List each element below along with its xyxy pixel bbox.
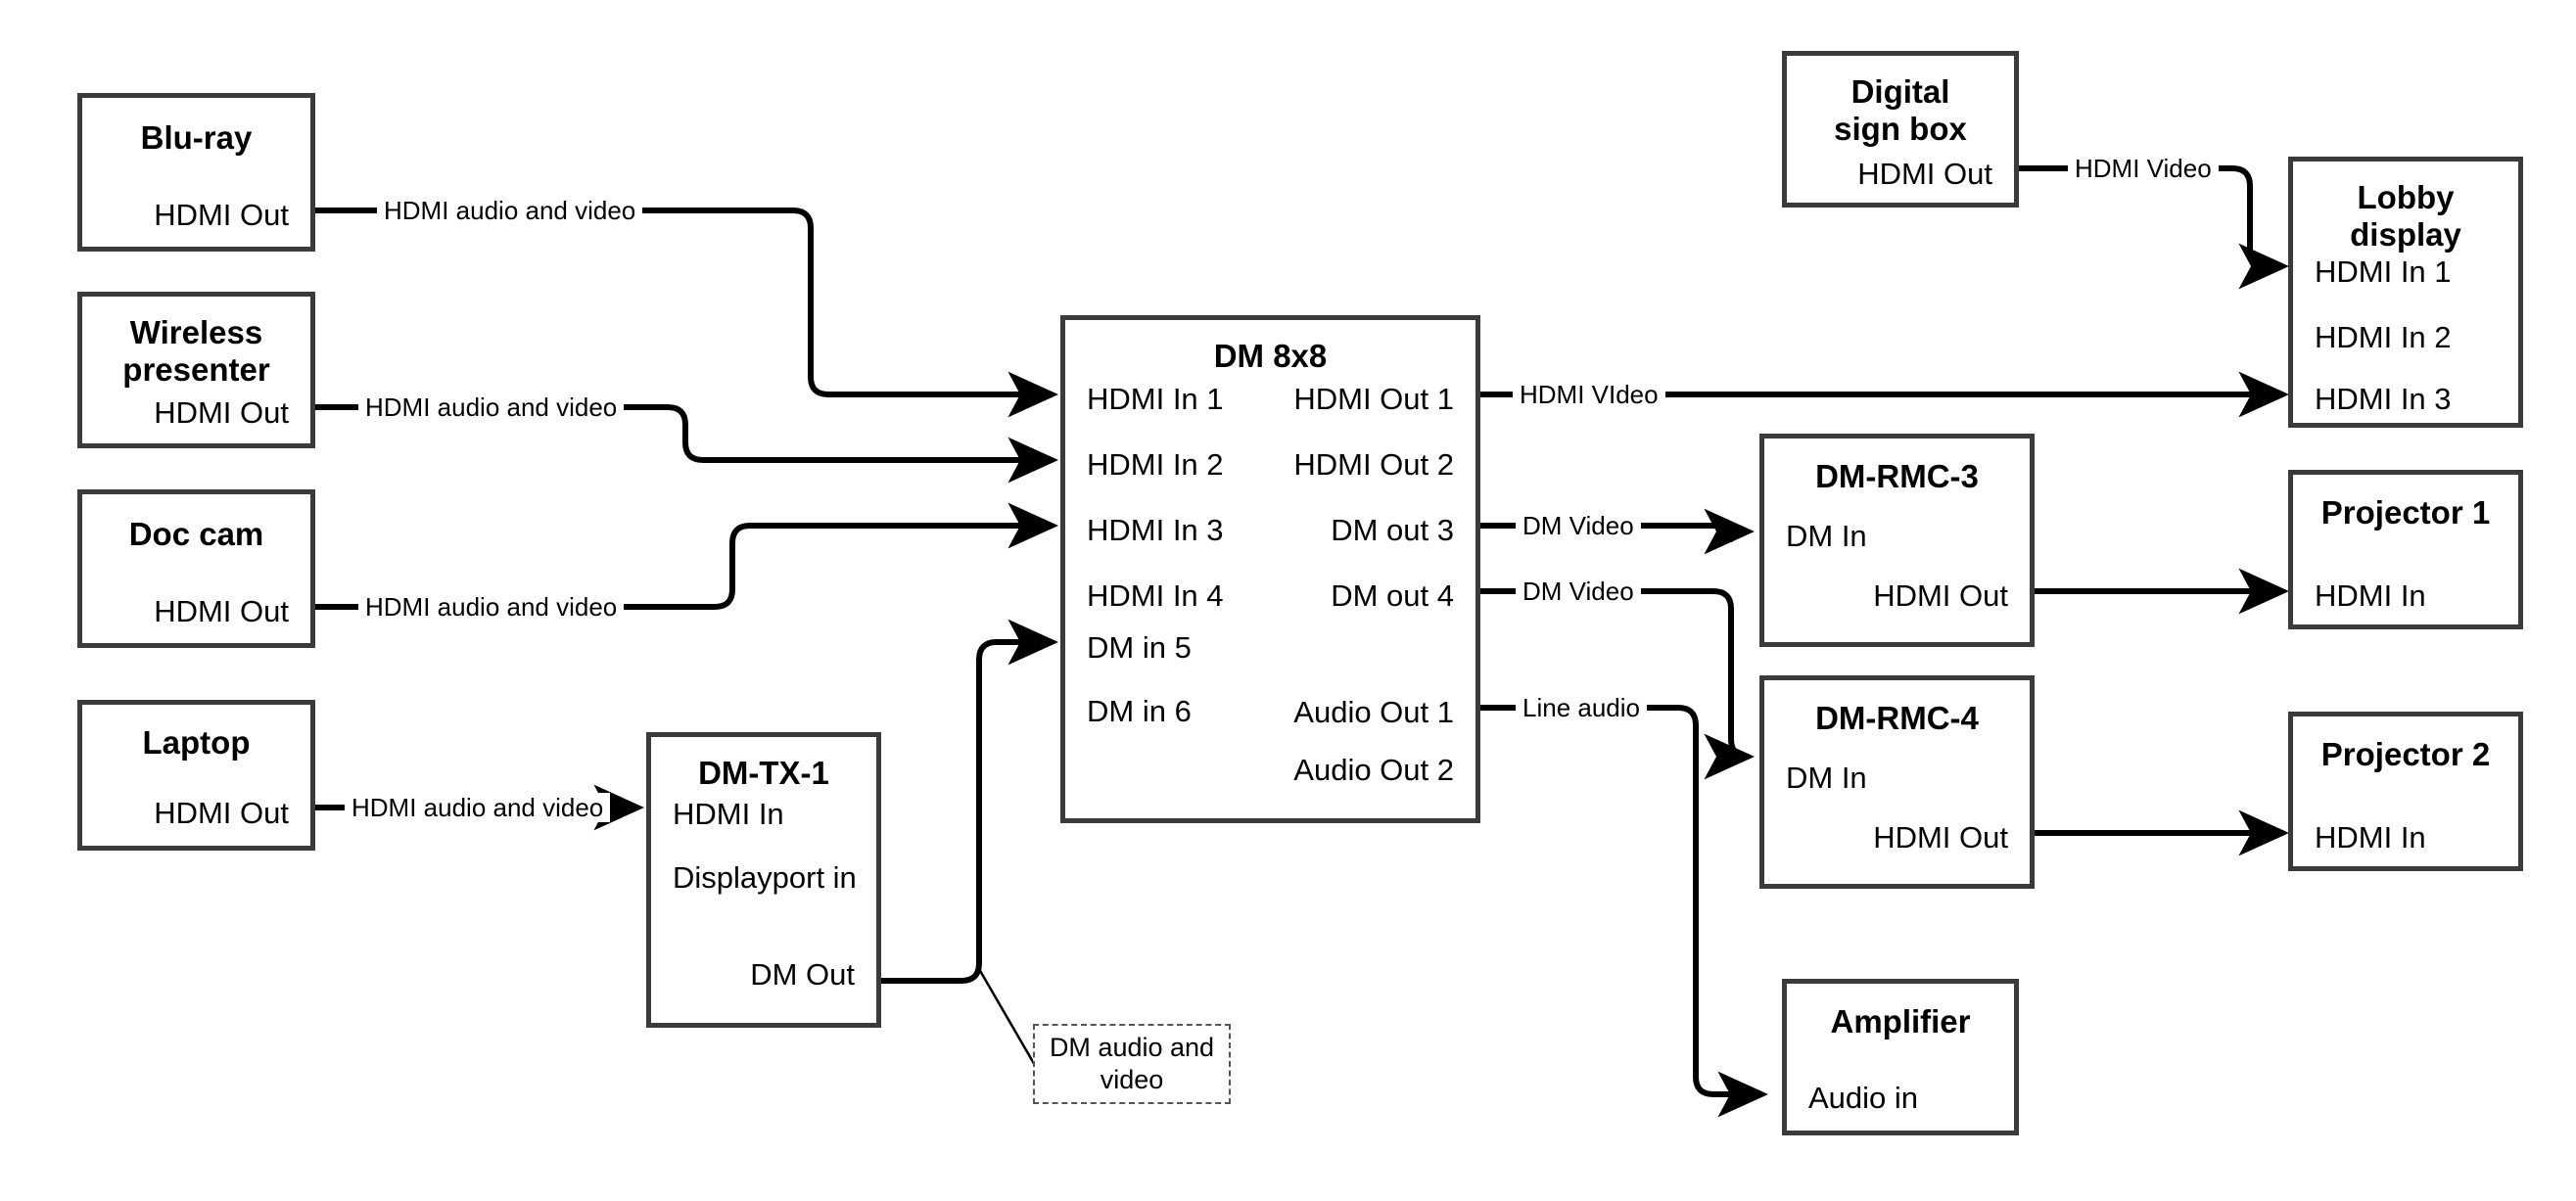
node-dm-8x8-port-hdmi-in-2[interactable]: HDMI In 2 [1087,447,1224,482]
node-dm-8x8-title: DM 8x8 [1213,338,1328,374]
node-dm-8x8-port-audio-out-2[interactable]: Audio Out 2 [1293,753,1454,787]
node-lobby-display-port-hdmi-in-3[interactable]: HDMI In 3 [2315,382,2452,416]
node-dm-8x8-port-hdmi-out-1[interactable]: HDMI Out 1 [1293,382,1454,416]
node-dm-tx-1-port-displayport-in[interactable]: Displayport in [673,860,857,895]
node-wireless-presenter-title: Wireless presenter [122,314,270,388]
node-amplifier-port-audio-in[interactable]: Audio in [1808,1081,1919,1115]
node-dm-tx-1[interactable]: DM-TX-1 HDMI In Displayport in DM Out [646,732,881,1028]
edge-label-bluray-to-dm8x8: HDMI audio and video [377,196,643,225]
node-projector-1[interactable]: Projector 1 HDMI In [2288,470,2523,629]
node-lobby-display[interactable]: Lobby display HDMI In 1 HDMI In 2 HDMI I… [2288,157,2523,428]
edge-label-signbox-to-lobby: HDMI Video [2068,154,2219,183]
node-dm-rmc-3-port-hdmi-out[interactable]: HDMI Out [1873,578,2008,613]
node-dm-8x8-port-dm-in-6[interactable]: DM in 6 [1087,694,1192,728]
node-laptop[interactable]: Laptop HDMI Out [77,700,315,851]
node-lobby-display-port-hdmi-in-1[interactable]: HDMI In 1 [2315,254,2452,289]
edge-label-dm8x8-audio1-to-amplifier: Line audio [1516,693,1647,722]
note-dm-audio-and-video: DM audio and video [1033,1024,1231,1104]
node-dm-8x8-port-hdmi-out-2[interactable]: HDMI Out 2 [1293,447,1454,482]
wire-dm8x8-out4-to-rmc4 [1480,588,1755,780]
node-dm-rmc-3-port-dm-in[interactable]: DM In [1786,519,1867,553]
wire-dm8x8-audio1-to-amplifier [1480,705,1769,1118]
node-laptop-port-hdmi-out[interactable]: HDMI Out [154,796,289,830]
node-bluray-port-hdmi-out[interactable]: HDMI Out [154,198,289,232]
node-projector-2-port-hdmi-in[interactable]: HDMI In [2315,820,2426,855]
edge-label-dm8x8-out3-to-rmc3: DM Video [1516,511,1641,540]
node-laptop-title: Laptop [142,724,251,761]
node-dm-tx-1-title: DM-TX-1 [698,755,829,791]
wire-dmtx1-to-dm8x8-in5 [881,619,1059,984]
node-wireless-presenter-port-hdmi-out[interactable]: HDMI Out [154,395,289,430]
node-dm-rmc-4-port-dm-in[interactable]: DM In [1786,761,1867,795]
leader-line-dm-audio-video [977,968,1038,1068]
node-lobby-display-title: Lobby display [2350,179,2461,253]
node-dm-rmc-3[interactable]: DM-RMC-3 DM In HDMI Out [1759,434,2035,647]
edge-label-doccam-to-dm8x8: HDMI audio and video [358,592,625,622]
edge-label-dm8x8-out4-to-rmc4: DM Video [1516,577,1641,606]
node-dm-8x8-port-dm-out-3[interactable]: DM out 3 [1331,513,1454,547]
edge-label-wireless-to-dm8x8: HDMI audio and video [358,393,625,422]
node-projector-2-title: Projector 2 [2320,736,2491,772]
node-amplifier[interactable]: Amplifier Audio in [1782,979,2019,1135]
node-digital-sign-box[interactable]: Digital sign box HDMI Out [1782,51,2019,208]
node-lobby-display-port-hdmi-in-2[interactable]: HDMI In 2 [2315,320,2452,354]
node-projector-1-port-hdmi-in[interactable]: HDMI In [2315,578,2426,613]
node-bluray-title: Blu-ray [140,119,253,156]
node-dm-rmc-4[interactable]: DM-RMC-4 DM In HDMI Out [1759,675,2035,889]
node-dm-tx-1-port-hdmi-in[interactable]: HDMI In [673,797,784,831]
node-dm-rmc-3-title: DM-RMC-3 [1815,458,1979,494]
node-doc-cam[interactable]: Doc cam HDMI Out [77,489,315,648]
wire-bluray-to-dm8x8-in1 [315,208,1059,418]
node-dm-tx-1-port-dm-out[interactable]: DM Out [750,957,855,992]
node-dm-8x8[interactable]: DM 8x8 HDMI In 1 HDMI In 2 HDMI In 3 HDM… [1060,315,1480,823]
node-dm-rmc-4-title: DM-RMC-4 [1815,700,1979,736]
node-dm-8x8-port-dm-out-4[interactable]: DM out 4 [1331,578,1454,613]
edge-label-dm8x8-out1-to-lobby: HDMI VIdeo [1513,380,1665,409]
node-dm-8x8-port-dm-in-5[interactable]: DM in 5 [1087,630,1192,665]
node-doc-cam-port-hdmi-out[interactable]: HDMI Out [154,594,289,628]
node-digital-sign-box-port-hdmi-out[interactable]: HDMI Out [1857,157,1992,191]
node-doc-cam-title: Doc cam [128,516,264,552]
node-projector-1-title: Projector 1 [2320,494,2491,531]
node-dm-8x8-port-hdmi-in-3[interactable]: HDMI In 3 [1087,513,1224,547]
node-bluray[interactable]: Blu-ray HDMI Out [77,93,315,252]
node-dm-8x8-port-audio-out-1[interactable]: Audio Out 1 [1293,695,1454,729]
node-dm-8x8-port-hdmi-in-4[interactable]: HDMI In 4 [1087,578,1224,613]
edge-label-laptop-to-dmtx1: HDMI audio and video [345,793,611,822]
node-dm-rmc-4-port-hdmi-out[interactable]: HDMI Out [1873,820,2008,855]
node-wireless-presenter[interactable]: Wireless presenter HDMI Out [77,292,315,448]
node-digital-sign-box-title: Digital sign box [1834,73,1967,147]
wire-signbox-to-lobby-in1 [2019,165,2290,290]
node-dm-8x8-port-hdmi-in-1[interactable]: HDMI In 1 [1087,382,1224,416]
node-projector-2[interactable]: Projector 2 HDMI In [2288,712,2523,871]
node-amplifier-title: Amplifier [1830,1003,1971,1039]
